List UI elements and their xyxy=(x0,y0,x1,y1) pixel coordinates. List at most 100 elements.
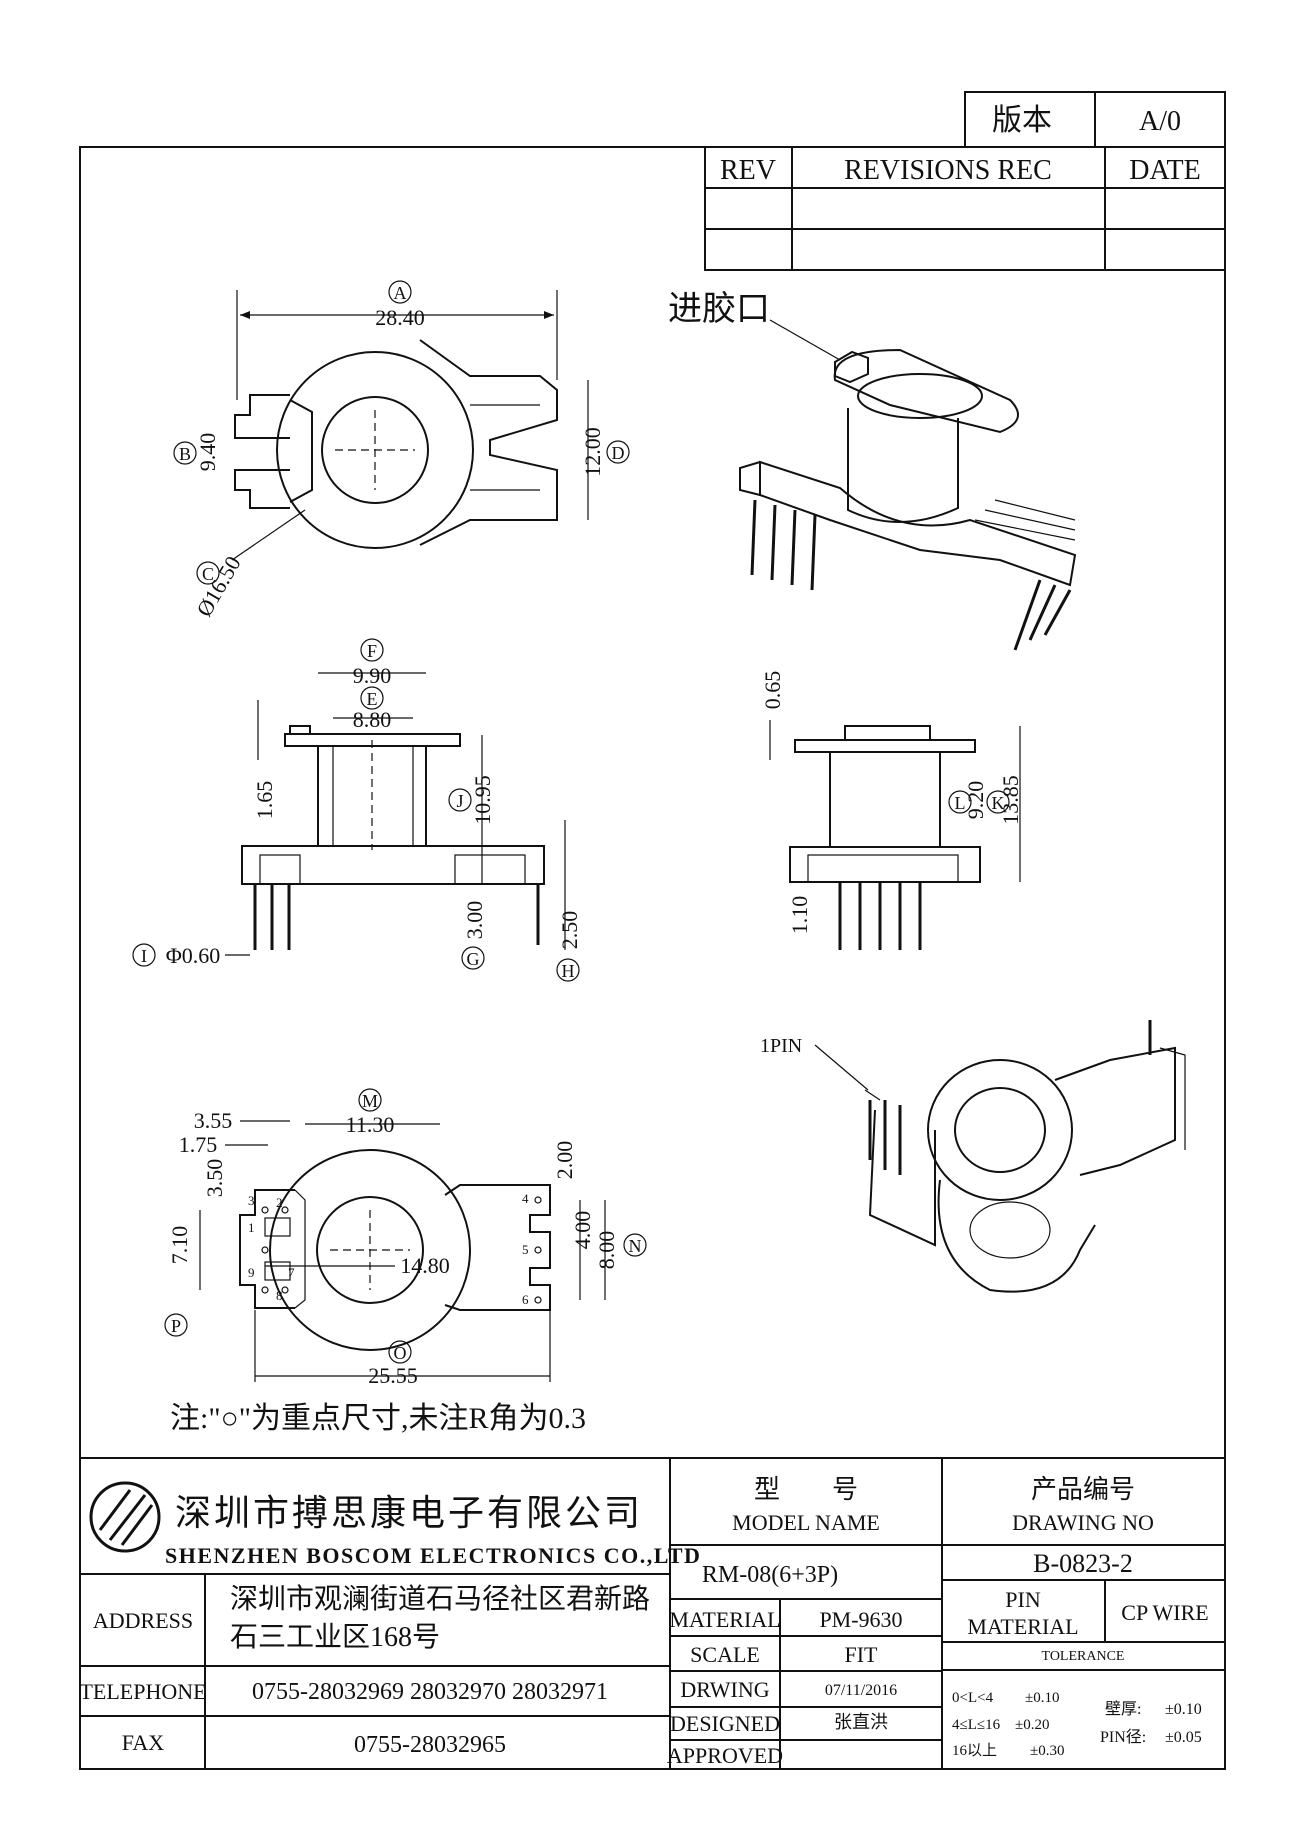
drawing-no-cn: 产品编号 xyxy=(1031,1475,1135,1504)
tolerance-value-3: ±0.30 xyxy=(1030,1743,1064,1759)
version-value: A/0 xyxy=(1139,106,1181,137)
wall-thickness-value: ±0.10 xyxy=(1165,1701,1202,1718)
dim-N-letter: N xyxy=(629,1236,642,1256)
dim-D-letter: D xyxy=(612,443,625,463)
company-name-cn: 深圳市搏思康电子有限公司 xyxy=(175,1493,643,1533)
dim-K-letter: K xyxy=(992,793,1005,813)
dim-E-letter: E xyxy=(367,689,378,709)
dim-F-value: 9.90 xyxy=(353,663,392,688)
tolerance-range-3: 16以上 xyxy=(952,1742,997,1759)
material-label: MATERIAL xyxy=(669,1607,780,1632)
wall-thickness-label: 壁厚: xyxy=(1105,1699,1141,1718)
scale-label: SCALE xyxy=(690,1642,760,1667)
dim-1-10: 1.10 xyxy=(787,896,812,935)
pin-number: 8 xyxy=(276,1288,283,1303)
dim-C-value: Ø16.50 xyxy=(191,552,245,621)
tolerance-value-1: ±0.10 xyxy=(1025,1690,1059,1706)
dim-J-letter: J xyxy=(456,791,463,811)
dim-I-value: Φ0.60 xyxy=(166,943,221,968)
pin1-annotation: 1PIN xyxy=(760,1035,802,1057)
dim-G-value: 3.00 xyxy=(462,901,487,940)
dim-14-80: 14.80 xyxy=(400,1253,450,1278)
company-name-en: SHENZHEN BOSCOM ELECTRONICS CO.,LTD xyxy=(165,1543,701,1568)
telephone-value: 0755-28032969 28032970 28032971 xyxy=(252,1679,608,1705)
dim-3-55: 3.55 xyxy=(194,1108,233,1133)
dim-K-value: 13.85 xyxy=(998,775,1023,825)
dim-P-value: 7.10 xyxy=(167,1226,192,1265)
dim-A-value: 28.40 xyxy=(375,305,425,330)
drawing-date-value: 07/11/2016 xyxy=(825,1682,897,1699)
model-name-en: MODEL NAME xyxy=(732,1510,880,1535)
address-label: ADDRESS xyxy=(93,1608,193,1633)
title-block: 深圳市搏思康电子有限公司 SHENZHEN BOSCOM ELECTRONICS… xyxy=(79,1457,1225,1769)
dim-B-letter: B xyxy=(179,444,191,464)
dim-D-value: 12.00 xyxy=(580,427,605,477)
dim-1-65: 1.65 xyxy=(252,781,277,820)
dim-B-value: 9.40 xyxy=(195,433,220,472)
model-value: RM-08(6+3P) xyxy=(702,1562,838,1588)
material-value: PM-9630 xyxy=(819,1607,902,1632)
drawing-note: 注:"○"为重点尺寸,未注R角为0.3 xyxy=(170,1402,586,1435)
approved-label: APPROVED xyxy=(667,1743,783,1768)
pin-number: 6 xyxy=(522,1292,529,1307)
revision-table: 版本 A/0 REV REVISIONS REC DATE xyxy=(704,91,1226,271)
tolerance-range-1: 0<L<4 xyxy=(952,1690,994,1706)
drawing-date-label: DRWING xyxy=(680,1677,769,1702)
dim-H-letter: H xyxy=(562,961,575,981)
dim-N-value: 8.00 xyxy=(594,1231,619,1270)
front-view xyxy=(241,725,545,950)
address-line-2: 石三工业区168号 xyxy=(230,1622,440,1653)
dim-A-letter: A xyxy=(394,283,407,303)
side-view xyxy=(789,725,981,950)
pin-number: 1 xyxy=(248,1220,255,1235)
pin-material-label-1: PIN xyxy=(1005,1587,1041,1612)
pin-diameter-value: ±0.05 xyxy=(1165,1729,1202,1746)
gate-annotation: 进胶口 xyxy=(668,290,770,328)
rev-header: REV xyxy=(720,155,776,186)
dim-L-letter: L xyxy=(955,793,966,813)
drawing-no-value: B-0823-2 xyxy=(1033,1549,1133,1578)
dim-E-value: 8.80 xyxy=(353,707,392,732)
address-line-1: 深圳市观澜街道石马径社区君新路 xyxy=(230,1583,650,1615)
dim-L-value: 9.20 xyxy=(963,781,988,820)
dimension-labels: A 28.40 B 9.40 C Ø16.50 D 12.00 F 9.90 E… xyxy=(132,280,1023,1435)
version-label: 版本 xyxy=(992,104,1052,137)
pin-material-label-2: MATERIAL xyxy=(967,1614,1078,1639)
telephone-label: TELEPHONE xyxy=(79,1679,206,1704)
dim-G-letter: G xyxy=(467,949,480,969)
dim-H-value: 2.50 xyxy=(557,911,582,950)
designed-value: 张直洪 xyxy=(834,1712,888,1732)
tolerance-label: TOLERANCE xyxy=(1042,1649,1125,1664)
tolerance-range-2: 4≤L≤16 xyxy=(952,1717,1001,1733)
dim-M-letter: M xyxy=(362,1091,378,1111)
dim-1-75: 1.75 xyxy=(179,1132,218,1157)
pin-material-value: CP WIRE xyxy=(1121,1600,1208,1625)
dim-P-letter: P xyxy=(171,1316,181,1336)
top-view xyxy=(234,290,558,549)
dim-3-50: 3.50 xyxy=(202,1159,227,1198)
iso-view-top xyxy=(739,348,1077,651)
date-header: DATE xyxy=(1129,155,1201,186)
bottom-view xyxy=(239,1149,551,1351)
pin-number: 5 xyxy=(522,1242,529,1257)
pin-number: 4 xyxy=(522,1191,529,1206)
pin-diameter-label: PIN径: xyxy=(1100,1728,1146,1746)
dim-I-letter: I xyxy=(141,946,147,966)
drawing-frame xyxy=(79,146,1226,1770)
scale-value: FIT xyxy=(845,1642,879,1667)
fax-label: FAX xyxy=(122,1730,164,1755)
designed-label: DESIGNED xyxy=(670,1711,780,1736)
dim-4-00: 4.00 xyxy=(570,1211,595,1250)
dim-O-letter: O xyxy=(394,1343,407,1363)
pin-number: 3 xyxy=(248,1193,255,1208)
model-name-cn: 型 号 xyxy=(754,1475,858,1504)
dim-F-letter: F xyxy=(367,641,377,661)
company-logo xyxy=(89,1481,161,1553)
dim-0-65: 0.65 xyxy=(760,671,785,710)
tolerance-value-2: ±0.20 xyxy=(1015,1717,1049,1733)
pin-number: 7 xyxy=(288,1265,295,1280)
pin-number: 2 xyxy=(276,1195,283,1210)
pin-number: 9 xyxy=(248,1265,255,1280)
iso-view-bottom xyxy=(864,1020,1186,1293)
